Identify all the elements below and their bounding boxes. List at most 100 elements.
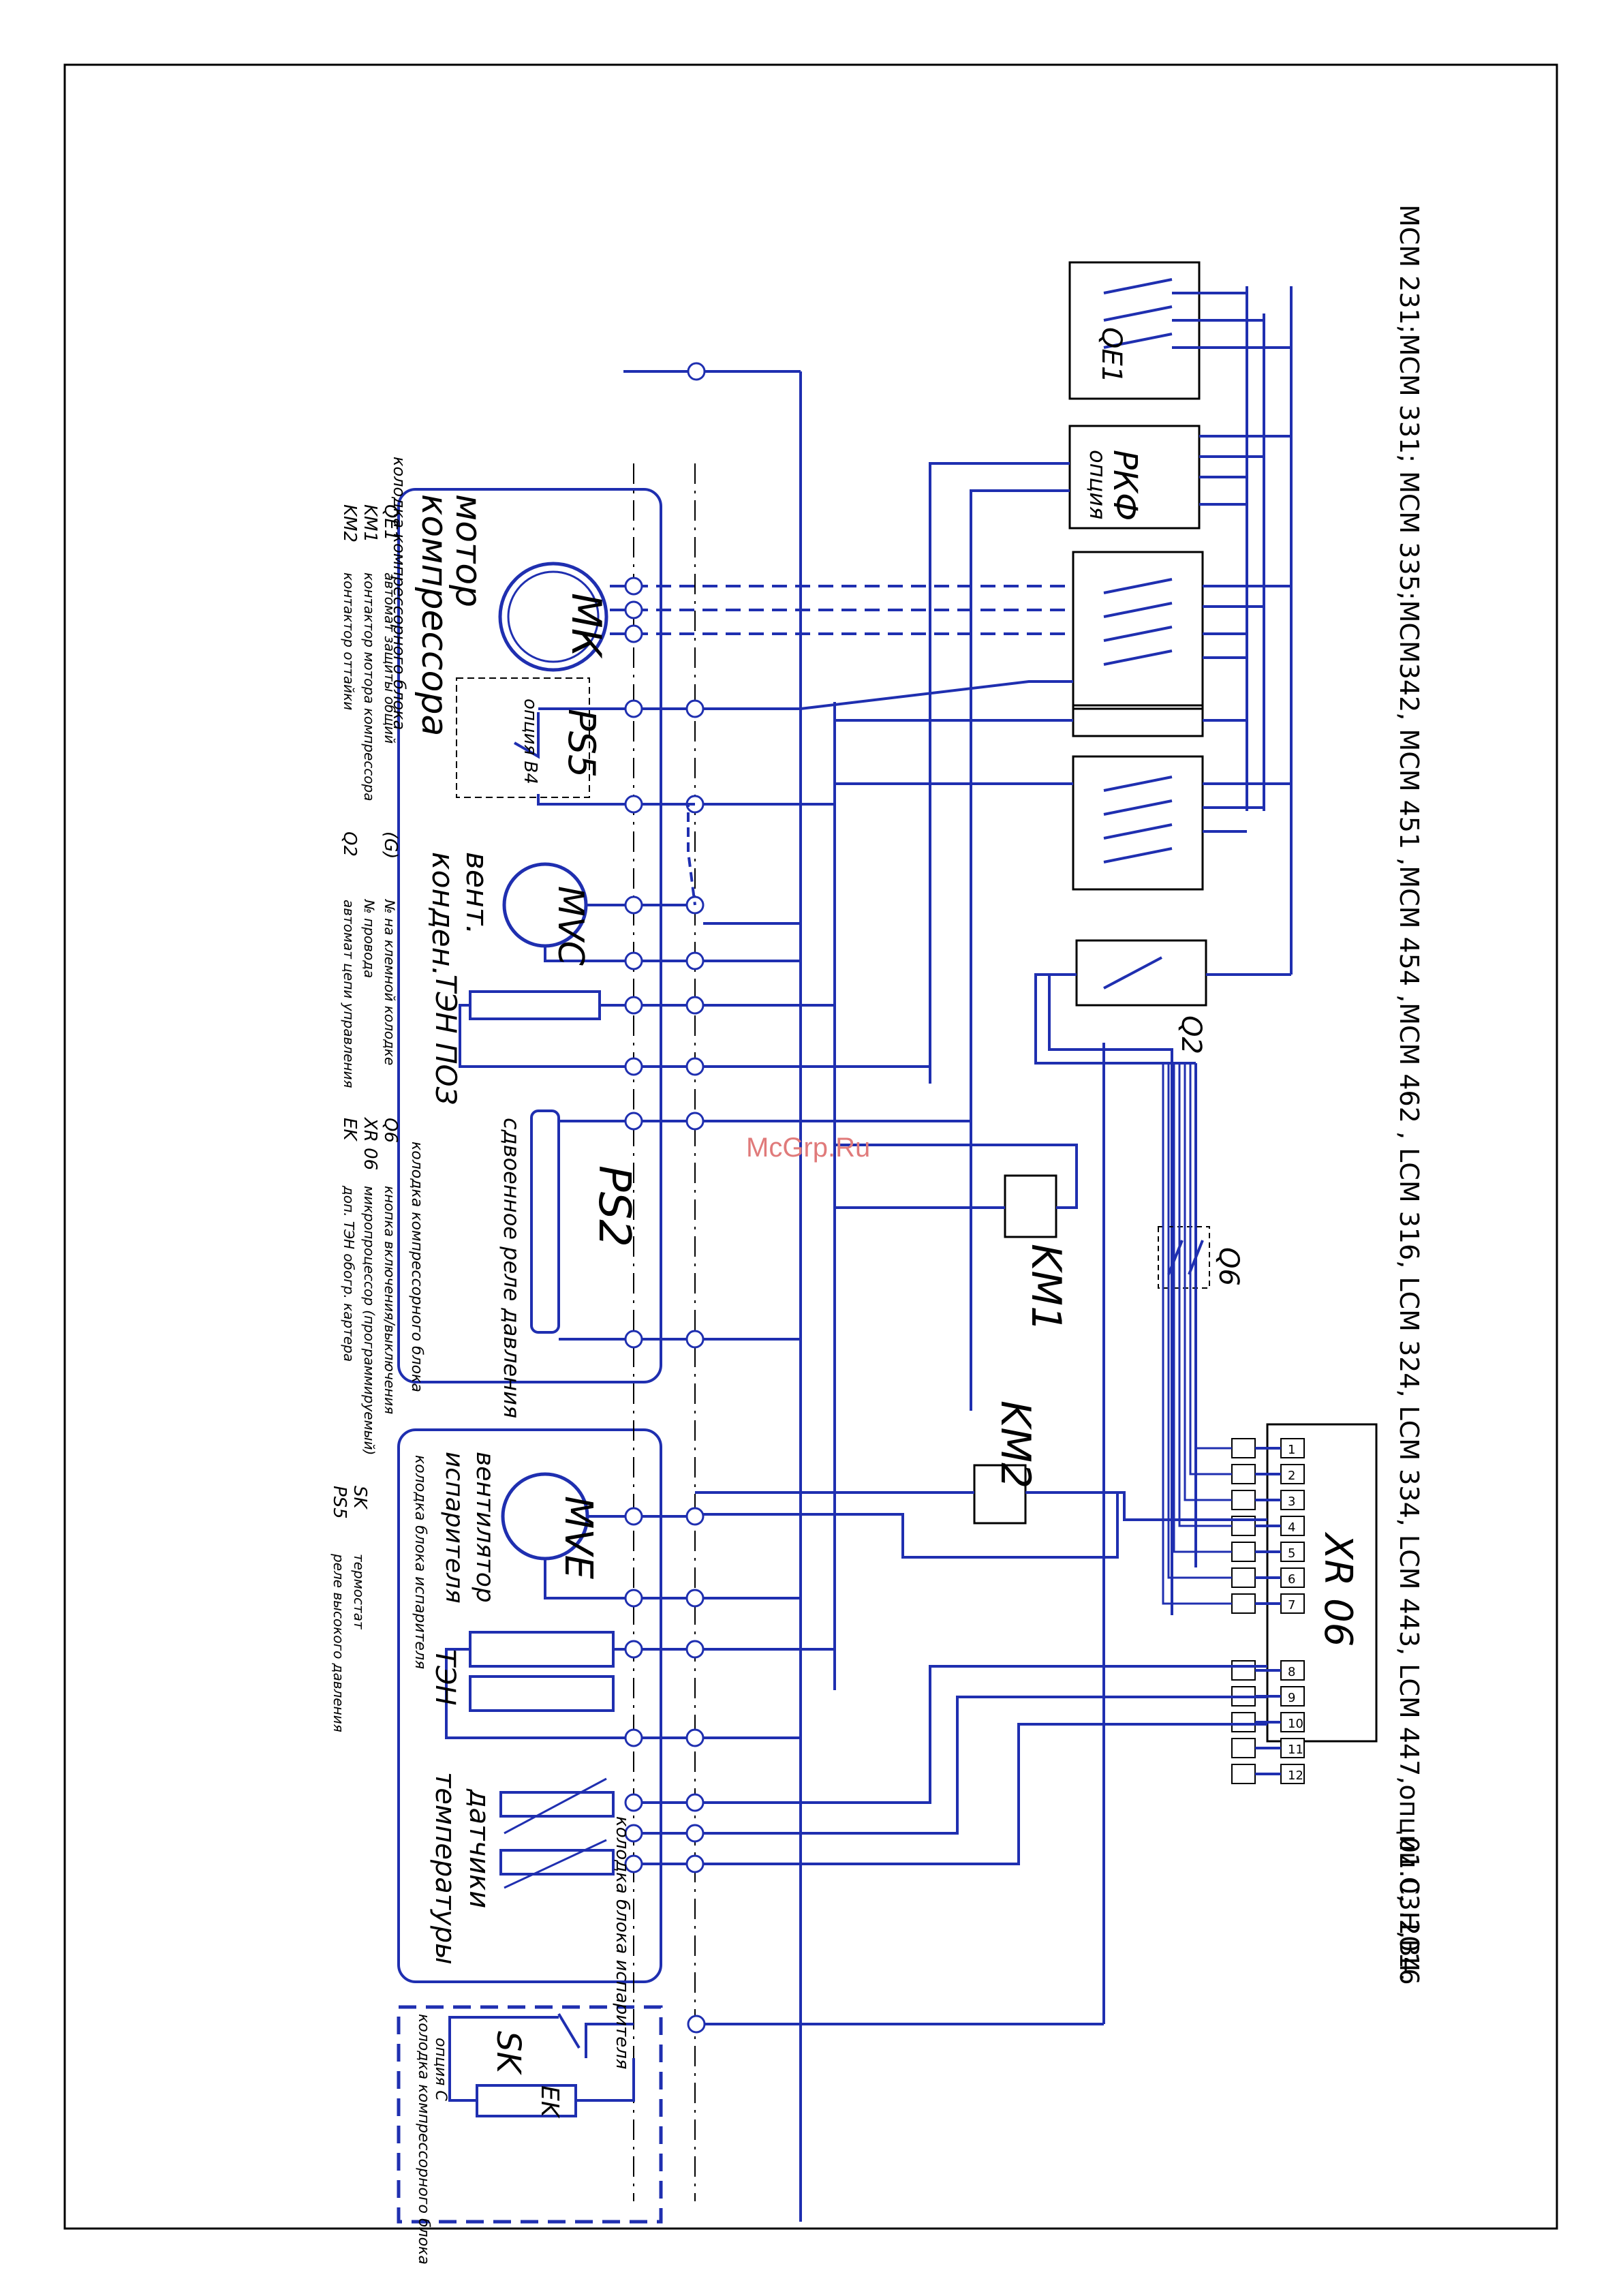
- terminal-n: [687, 362, 706, 381]
- terminal-outer: [685, 996, 705, 1015]
- temp-sensor-1: [499, 1791, 615, 1818]
- km1-label: KM1: [1022, 1244, 1070, 1332]
- xr06-wire-tag: [1231, 1542, 1256, 1562]
- terminal-outer: [685, 1854, 705, 1873]
- xr06-pin-label: 7: [1288, 1598, 1295, 1612]
- rkf-label: РКФ: [1106, 450, 1144, 521]
- xr06-pin-label: 8: [1288, 1665, 1295, 1679]
- vent-evap-label: вентилятор: [471, 1452, 499, 1603]
- xr06-wire-tag: [1231, 1593, 1256, 1614]
- km2-coil: [973, 1464, 1027, 1525]
- xr06-pin-label: 2: [1288, 1469, 1295, 1483]
- terminal-outer: [685, 1640, 705, 1659]
- terminal-outer: [685, 1330, 705, 1349]
- terminal-outer: [685, 951, 705, 970]
- legend-code: QE1: [380, 504, 401, 540]
- km1-coil: [1004, 1174, 1057, 1238]
- xr06-pin: [1280, 1686, 1305, 1706]
- xr06-pin-label: 1: [1288, 1443, 1295, 1457]
- xr06-pin-label: 12: [1288, 1769, 1303, 1783]
- ps2-desc: сдвоенное реле давления: [499, 1118, 525, 1418]
- ten-poz-label: ТЭН ПОЗ: [429, 975, 463, 1105]
- km2-label: KM2: [991, 1400, 1039, 1488]
- legend-text: кнопка включения/выключения: [382, 1186, 398, 1414]
- q6-label: Q6: [1213, 1247, 1244, 1286]
- xr06-wire-tag: [1231, 1764, 1256, 1784]
- vent-cond-label: вент.: [459, 852, 494, 934]
- xr06-wire-tag: [1231, 1464, 1256, 1484]
- mk-terminal: [624, 577, 643, 596]
- terminal-inner: [624, 951, 643, 970]
- km1-contacts-box: [1072, 551, 1204, 710]
- xr06-pin: [1280, 1593, 1305, 1614]
- xr06-wire-tag: [1231, 1712, 1256, 1732]
- xr06-pin-label: 3: [1288, 1495, 1295, 1509]
- terminal-outer: [685, 1728, 705, 1747]
- terminal-inner: [624, 1112, 643, 1131]
- vent-evap-label-2: испарителя: [440, 1452, 468, 1604]
- legend-text: № на клемной колодке: [382, 899, 398, 1065]
- compressor-block-label-2: колодка компрессорного блока: [408, 1142, 425, 1392]
- temp-sensor-2: [499, 1849, 615, 1876]
- sk-label: SK: [489, 2031, 527, 2075]
- legend-code: KM1: [360, 504, 380, 542]
- legend-code: KM2: [339, 504, 360, 542]
- ten-poz-heater: [469, 990, 601, 1020]
- diagram-title: MCM 231;MCM 331; MCM 335;MCM342, MCM 451…: [1394, 204, 1424, 1981]
- qe1-box: [1068, 261, 1201, 400]
- motor-label-2: компрессора: [414, 494, 454, 736]
- mk-terminal: [624, 624, 643, 643]
- option-c-label-2: колодка компрессорного блока: [415, 2014, 432, 2265]
- legend-code: Q6: [380, 1118, 401, 1143]
- wire-run: [703, 680, 1073, 710]
- terminal-inner: [624, 996, 643, 1015]
- xr06-pin: [1280, 1490, 1305, 1510]
- xr06-pin-label: 6: [1288, 1572, 1295, 1587]
- legend-code: SK: [350, 1486, 370, 1510]
- xr06-box: [1266, 1423, 1378, 1743]
- xr06-wire-tag: [1231, 1660, 1256, 1681]
- terminal-outer: [685, 1112, 705, 1131]
- ps2-label: PS2: [589, 1165, 639, 1247]
- evaporator-block-label-2: колодка блока испарителя: [612, 1816, 632, 2069]
- xr06-pin-label: 5: [1288, 1546, 1295, 1561]
- xr06-wire-tag: [1231, 1438, 1256, 1458]
- mk-motor: [498, 562, 608, 672]
- legend-text: микропроцессор (программируемый): [361, 1186, 377, 1455]
- sensors-label-2: температуры: [429, 1772, 461, 1965]
- legend-text: доп. ТЭН обогр. картера: [341, 1185, 357, 1362]
- terminal-inner: [624, 896, 643, 915]
- terminal-inner: [624, 1589, 643, 1608]
- legend-text: автомат защиты общий: [382, 572, 398, 744]
- ek-label: EK: [536, 2085, 563, 2119]
- legend-code: PS5: [329, 1486, 350, 1519]
- km2-contacts-box: [1072, 755, 1204, 891]
- xr06-pin: [1280, 1516, 1305, 1536]
- legend-text: контактор оттайки: [341, 572, 357, 710]
- xr06-wire-tag: [1231, 1567, 1256, 1588]
- terminal-inner: [624, 1793, 643, 1812]
- qe1-label: QE1: [1096, 327, 1127, 383]
- watermark: McGrp.Ru: [746, 1133, 871, 1163]
- xr06-label: XR 06: [1316, 1531, 1360, 1647]
- wire-run: [703, 923, 802, 962]
- sensors-label: датчики: [463, 1788, 495, 1908]
- option-c-label: опция C: [432, 2038, 449, 2101]
- terminal-inner: [624, 1640, 643, 1659]
- xr06-wire-tag: [1231, 1490, 1256, 1510]
- page-frame: [63, 63, 1558, 2230]
- xr06-pin-label: 9: [1288, 1691, 1295, 1705]
- legend-text: контактор мотора компрессора: [361, 572, 377, 801]
- q2-label: Q2: [1175, 1015, 1207, 1054]
- vent-cond-label-2: конден.: [425, 852, 460, 977]
- legend-code: (G): [380, 831, 401, 859]
- terminal-outer: [685, 1589, 705, 1608]
- terminal-inner: [624, 1728, 643, 1747]
- terminal-outer: [685, 1824, 705, 1843]
- mvc-label: MVC: [550, 886, 591, 966]
- legend-text: № провода: [361, 899, 377, 978]
- legend-text: автомат цепи управления: [341, 900, 357, 1088]
- legend-code: Q2: [339, 831, 360, 857]
- wire-run: [703, 1723, 1267, 1865]
